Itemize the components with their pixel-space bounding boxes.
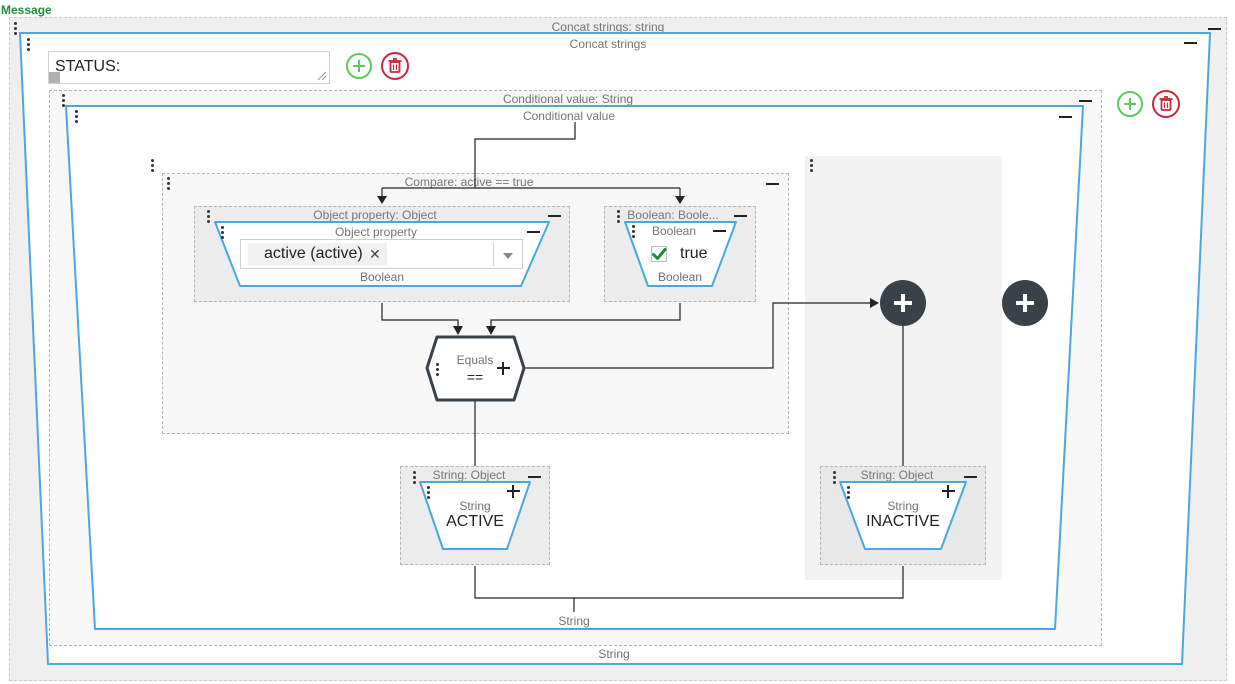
object-property-type: Boolean [359, 270, 405, 284]
boolean-type: Boolean [657, 270, 703, 284]
drag-handle-icon[interactable] [427, 486, 431, 499]
boolean-inner-title: Boolean [651, 224, 697, 238]
compare-title: Compare: active == true [404, 175, 534, 189]
resize-grip-icon[interactable] [317, 71, 327, 81]
boolean-value-text: true [680, 245, 708, 262]
equals-operator: == [466, 369, 484, 385]
string-inactive-outer-title: String: Object [860, 468, 934, 482]
equals-add-icon[interactable] [497, 362, 510, 375]
drag-handle-icon[interactable] [833, 471, 837, 484]
concat-return-type: String [598, 647, 630, 661]
connector-arrowheads [377, 196, 879, 335]
string-active-inner-shape [419, 481, 531, 550]
drag-handle-icon[interactable] [632, 225, 636, 238]
drag-handle-icon[interactable] [167, 177, 171, 190]
concat-strings-outer-title: Concat strings: string [551, 20, 665, 34]
conditional-value-outer-title: Conditional value: String [502, 92, 634, 106]
conditional-return-type: String [558, 614, 590, 628]
collapse-icon[interactable] [734, 215, 747, 217]
collapse-icon[interactable] [964, 476, 977, 478]
collapse-icon[interactable] [527, 231, 540, 233]
drag-handle-icon[interactable] [810, 159, 814, 172]
object-property-inner-title: Object property [334, 225, 418, 239]
string-inactive-add-icon[interactable] [942, 485, 955, 498]
selected-property-text: active (active) [264, 245, 363, 262]
string-inactive-value[interactable]: INACTIVE [866, 513, 940, 530]
add-else-branch-button[interactable] [1002, 280, 1048, 326]
string-active-outer-title: String: Object [432, 468, 506, 482]
trash-icon [1159, 96, 1173, 111]
boolean-outer-title: Boolean: Boole... [627, 208, 719, 222]
string-inactive-inner-shape [839, 481, 967, 550]
dropdown-caret-icon[interactable] [503, 253, 513, 259]
string-inactive-inner-title: String [887, 499, 919, 513]
trash-icon [388, 58, 402, 73]
status-text-value: STATUS: [55, 58, 121, 75]
drag-handle-icon[interactable] [14, 22, 18, 35]
string-active-inner-title: String [459, 499, 491, 513]
drag-handle-icon[interactable] [75, 110, 79, 123]
collapse-icon[interactable] [528, 476, 541, 478]
collapse-icon[interactable] [1184, 42, 1197, 44]
drag-handle-icon[interactable] [62, 94, 66, 107]
resize-icon[interactable] [49, 72, 60, 83]
connector-lines [381, 122, 904, 612]
object-property-outer-title: Object property: Object [313, 208, 437, 222]
boolean-inner-shape [624, 221, 737, 287]
drag-handle-icon[interactable] [413, 471, 417, 484]
conditional-value-inner-title: Conditional value [522, 109, 616, 123]
checkbox-checked-icon [652, 248, 667, 260]
boolean-checkbox[interactable] [651, 246, 667, 262]
collapse-icon[interactable] [548, 215, 561, 217]
drag-handle-icon[interactable] [151, 159, 155, 172]
message-label: Message [1, 3, 52, 17]
delete-conditional-button[interactable] [1152, 90, 1180, 118]
drag-handle-icon[interactable] [27, 38, 31, 51]
collapse-icon[interactable] [1208, 28, 1221, 30]
drag-handle-icon[interactable] [207, 210, 211, 223]
collapse-icon[interactable] [1059, 116, 1072, 118]
string-active-add-icon[interactable] [507, 485, 520, 498]
selected-property-chip: active (active) ✕ [248, 243, 387, 265]
drag-handle-icon[interactable] [617, 210, 621, 223]
add-circle-icon [353, 60, 365, 72]
property-select[interactable]: active (active) ✕ [240, 239, 523, 269]
concat-strings-inner-title: Concat strings [569, 37, 647, 51]
select-divider [493, 242, 494, 266]
remove-selection-icon[interactable]: ✕ [368, 246, 381, 262]
drag-handle-icon[interactable] [847, 486, 851, 499]
add-string-button[interactable] [346, 53, 372, 79]
drag-handle-icon[interactable] [436, 363, 440, 376]
add-condition-branch-button[interactable] [880, 280, 926, 326]
status-text-field[interactable]: STATUS: [48, 51, 330, 84]
collapse-icon[interactable] [1079, 100, 1092, 102]
add-conditional-button[interactable] [1117, 91, 1143, 117]
drag-handle-icon[interactable] [221, 226, 225, 239]
delete-string-button[interactable] [381, 52, 409, 80]
add-circle-icon [1124, 98, 1136, 110]
string-active-value[interactable]: ACTIVE [446, 513, 504, 530]
collapse-icon[interactable] [713, 230, 726, 232]
equals-hexagon-shape [425, 335, 526, 402]
equals-label: Equals [456, 353, 494, 367]
collapse-icon[interactable] [766, 183, 779, 185]
